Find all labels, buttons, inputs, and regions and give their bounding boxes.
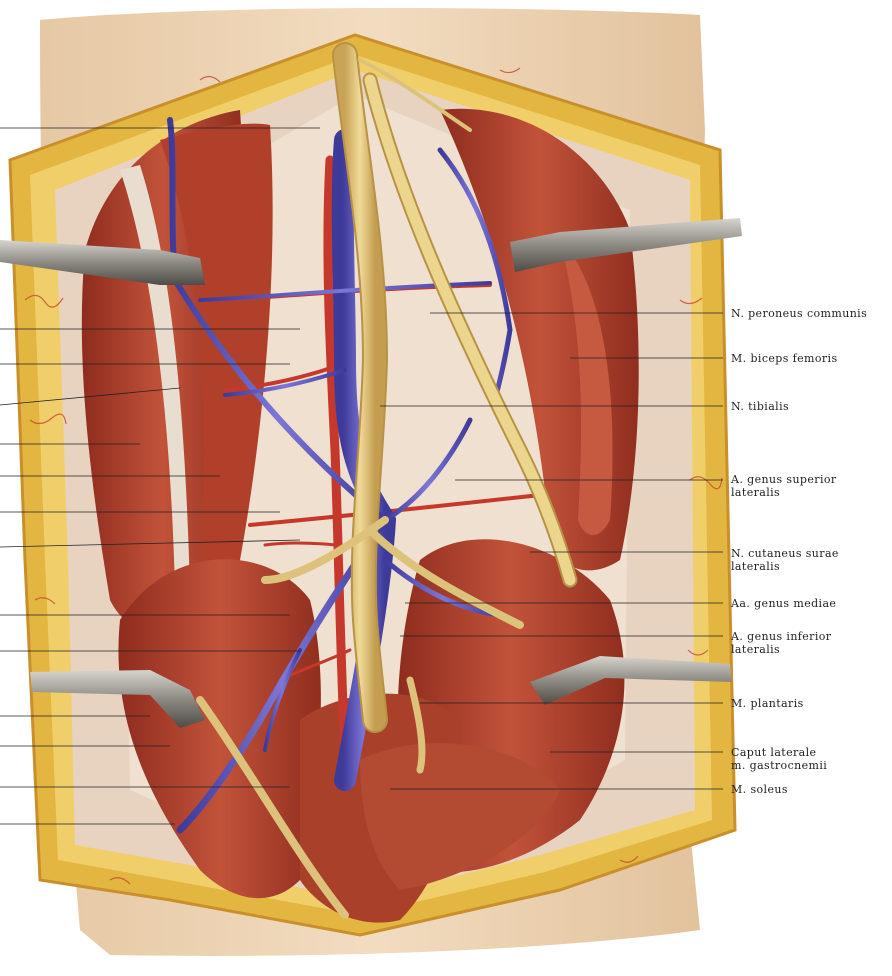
label-biceps-femoris: M. biceps femoris xyxy=(731,352,838,365)
label-line: M. plantaris xyxy=(731,697,804,710)
label-genus-mediae: Aa. genus mediae xyxy=(731,597,836,610)
label-line: M. biceps femoris xyxy=(731,352,838,365)
label-line: lateralis xyxy=(731,486,781,499)
label-line: M. soleus xyxy=(731,783,788,796)
label-peroneus-communis: N. peroneus communis xyxy=(731,307,867,320)
label-line: lateralis xyxy=(731,560,781,573)
label-soleus: M. soleus xyxy=(731,783,788,796)
label-plantaris: M. plantaris xyxy=(731,697,804,710)
label-line: Caput laterale xyxy=(731,746,817,759)
label-line: N. peroneus communis xyxy=(731,307,868,320)
label-line: A. genus inferior xyxy=(731,630,832,643)
label-line: lateralis xyxy=(731,643,781,656)
label-line: A. genus superior xyxy=(731,473,837,486)
label-line: N. cutaneus surae xyxy=(731,547,839,560)
label-line: N. tibialis xyxy=(731,400,790,413)
label-line: Aa. genus mediae xyxy=(731,597,837,610)
label-tibialis: N. tibialis xyxy=(731,400,789,413)
label-line: m. gastrocnemii xyxy=(731,759,828,772)
